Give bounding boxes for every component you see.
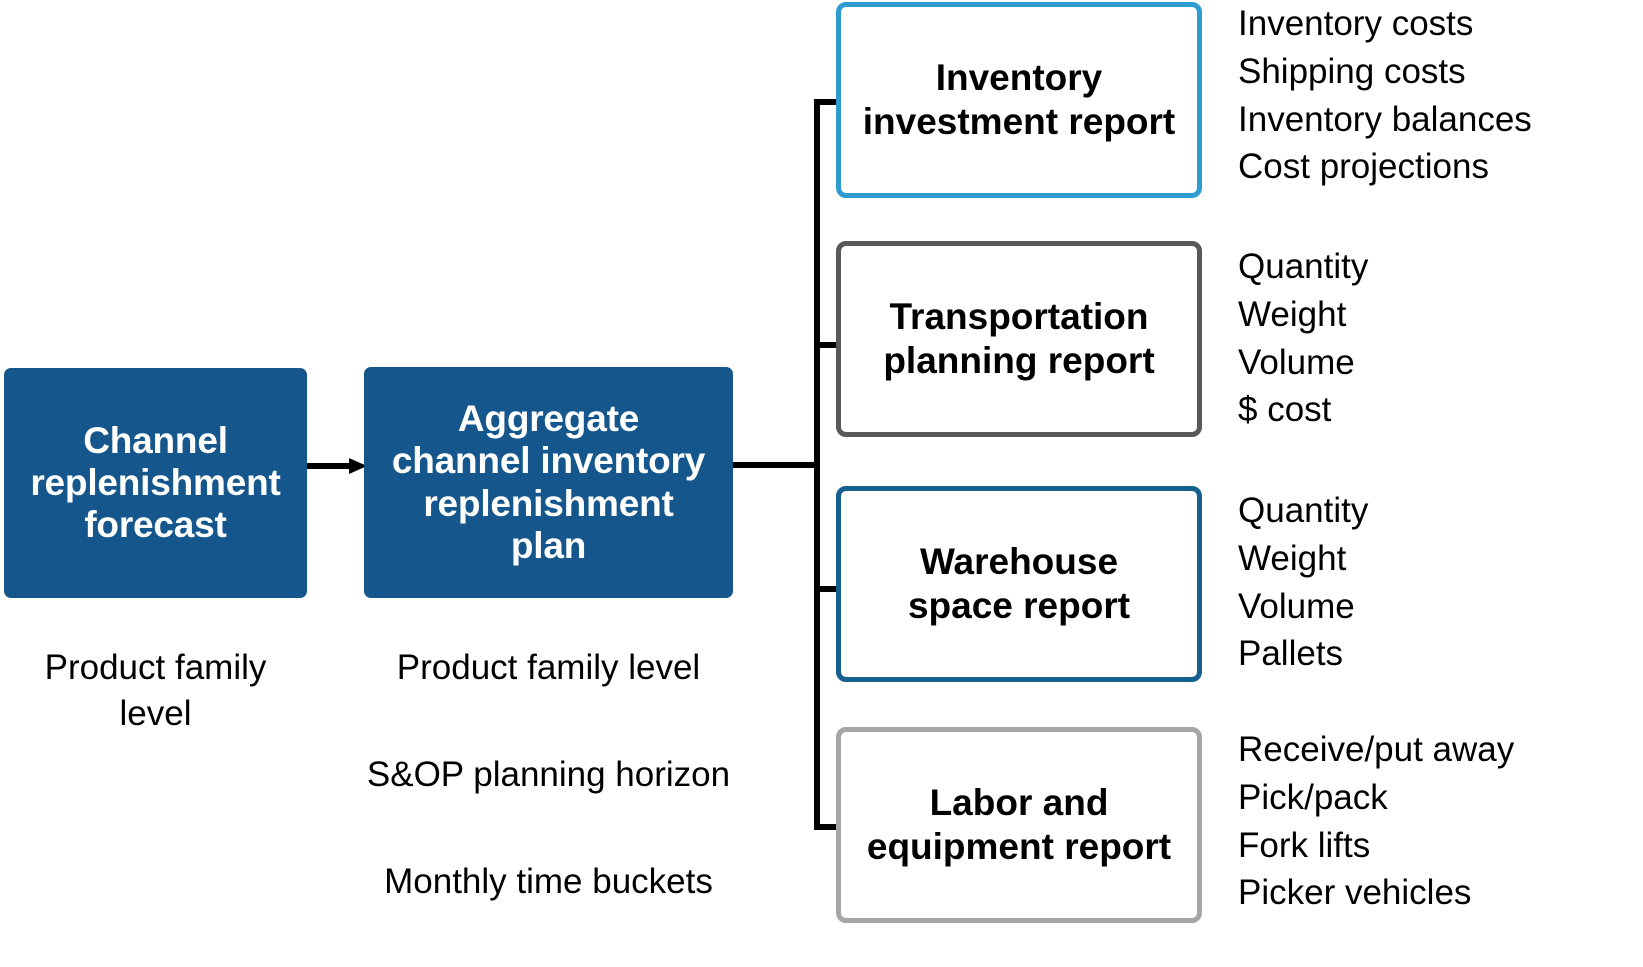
attribute-list-inventory-investment-report: Inventory costs Shipping costs Inventory…: [1238, 0, 1638, 191]
report-box-transportation-planning-report[interactable]: Transportation planning report: [836, 241, 1202, 437]
caption-line: Product family level: [44, 647, 267, 734]
list-item: Quantity: [1238, 247, 1369, 286]
list-item: Receive/put away: [1238, 730, 1515, 769]
caption-line: Product family level: [396, 647, 701, 687]
report-box-label: Labor and equipment report: [866, 781, 1172, 867]
bracket-connector: [733, 0, 872, 967]
list-item: Fork lifts: [1238, 825, 1371, 865]
arrow-head: [349, 458, 367, 474]
attribute-list-labor-and-equipment-report: Receive/put away Pick/pack Fork lifts Pi…: [1238, 726, 1638, 917]
arrow-right-icon: [307, 458, 367, 474]
report-box-warehouse-space-report[interactable]: Warehouse space report: [836, 486, 1202, 682]
caption-line: Monthly time buckets: [384, 861, 713, 901]
process-box-label: Channel replenishment forecast: [30, 419, 281, 546]
report-box-inventory-investment-report[interactable]: Inventory investment report: [836, 2, 1202, 198]
list-item: Pallets: [1238, 634, 1344, 674]
list-item: Quantity: [1238, 491, 1369, 530]
list-item: Inventory balances: [1238, 99, 1532, 139]
process-box-channel-replenishment-forecast[interactable]: Channel replenishment forecast: [4, 368, 307, 598]
list-item: Shipping costs: [1238, 51, 1466, 91]
report-box-label: Warehouse space report: [907, 540, 1131, 626]
process-box-aggregate-channel-inventory-replenishment-plan[interactable]: Aggregate channel inventory replenishmen…: [364, 367, 733, 598]
caption-channel-replenishment-forecast: Product family level: [4, 598, 307, 784]
list-item: Weight: [1238, 538, 1347, 578]
bracket-trunk: [814, 99, 820, 830]
list-item: Weight: [1238, 294, 1347, 334]
arrow-shaft: [307, 463, 351, 469]
list-item: Cost projections: [1238, 147, 1489, 187]
list-item: Volume: [1238, 342, 1355, 382]
list-item: $ cost: [1238, 390, 1332, 430]
list-item: Picker vehicles: [1238, 873, 1472, 913]
attribute-list-transportation-planning-report: Quantity Weight Volume $ cost: [1238, 243, 1638, 434]
attribute-list-warehouse-space-report: Quantity Weight Volume Pallets: [1238, 487, 1638, 678]
report-box-label: Inventory investment report: [862, 56, 1176, 142]
bracket-stem: [733, 462, 818, 468]
list-item: Pick/pack: [1238, 777, 1388, 817]
report-box-labor-and-equipment-report[interactable]: Labor and equipment report: [836, 727, 1202, 923]
caption-line: S&OP planning horizon: [366, 754, 731, 794]
list-item: Volume: [1238, 586, 1355, 626]
process-box-label: Aggregate channel inventory replenishmen…: [391, 398, 706, 566]
report-box-label: Transportation planning report: [883, 295, 1155, 381]
list-item: Inventory costs: [1238, 4, 1474, 43]
caption-aggregate-channel-inventory-replenishment-plan: Product family level S&OP planning horiz…: [364, 598, 733, 952]
